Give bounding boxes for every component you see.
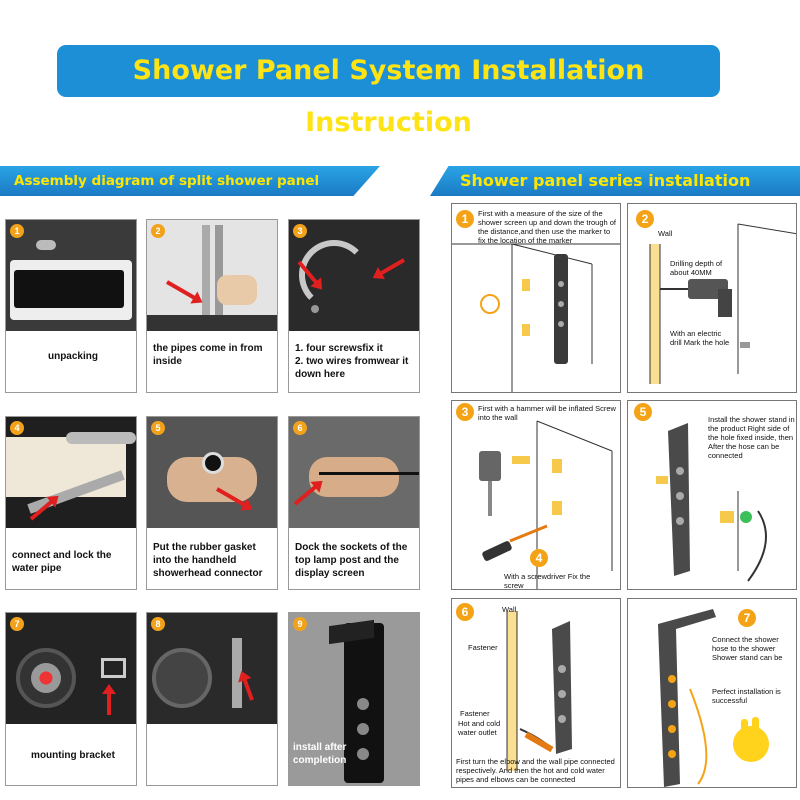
- wall-label: Wall: [502, 605, 517, 614]
- step-caption: mounting bracket: [31, 750, 115, 761]
- step-number-badge: 8: [151, 617, 165, 631]
- assembly-step-4: 4 connect and lock the water pipe: [5, 416, 137, 590]
- drill-mark-note: With an electric drill Mark the hole: [670, 329, 730, 347]
- success-note: Perfect installation is successful: [712, 687, 781, 705]
- wall-label: Wall: [658, 229, 673, 238]
- gasket-photo: [147, 417, 277, 528]
- pipe-connection-illustration: [506, 611, 572, 771]
- step-number-badge: 6: [456, 603, 474, 621]
- caption-line: 1. four screwsfix it: [295, 343, 383, 354]
- water-outlet-label: Hot and cold water outlet: [458, 719, 501, 737]
- assembly-step-1: 1 unpacking: [5, 219, 137, 393]
- assembly-step-8: 8: [146, 612, 278, 786]
- step-number-badge: 9: [293, 617, 307, 631]
- install-step-3: 3 First with a hammer will be inflated S…: [451, 400, 621, 590]
- measure-illustration: [452, 243, 620, 392]
- stand-install-illustration: [656, 423, 767, 582]
- step-caption: Put the rubber gasket into the handheld …: [153, 542, 263, 579]
- completed-panel-photo: [289, 613, 419, 785]
- step-number-badge: 5: [634, 403, 652, 421]
- step-number-badge: 2: [636, 210, 654, 228]
- assembly-step-2: 2 the pipes come in from inside: [146, 219, 278, 393]
- step-number-badge: 2: [151, 224, 165, 238]
- finished-panel-illustration: [658, 609, 769, 787]
- sockets-photo: [289, 417, 419, 528]
- step-instruction: First with a measure of the size of the …: [478, 209, 617, 245]
- drilling-depth-note: Drilling depth of about 40MM: [670, 259, 723, 277]
- pipes-photo: [147, 220, 277, 331]
- step-caption: Dock the sockets of the top lamp post an…: [295, 542, 408, 579]
- assembly-step-5: 5 Put the rubber gasket into the handhel…: [146, 416, 278, 590]
- assembly-step-3: 3 1. four screwsfix it 2. two wires from…: [288, 219, 420, 393]
- screwdriver-note: With a screwdriver Fix the screw: [504, 572, 591, 590]
- step-caption: connect and lock the water pipe: [12, 550, 112, 574]
- step-number-badge: 1: [456, 210, 474, 228]
- step-caption: install after completion: [293, 742, 347, 766]
- step-number-badge: 5: [151, 421, 165, 435]
- step-number-badge: 6: [293, 421, 307, 435]
- page-title: Shower Panel System Installation Instruc…: [57, 45, 720, 138]
- step-number-badge: 7: [738, 609, 756, 627]
- hand-shower-photo: [147, 613, 277, 724]
- water-pipe-photo: [6, 417, 136, 528]
- left-section-header: Assembly diagram of split shower panel: [0, 166, 380, 196]
- step-number-badge: 1: [10, 224, 24, 238]
- assembly-step-9: 9 install after completion: [288, 612, 420, 786]
- install-step-1: 1 First with a measure of the size of th…: [451, 203, 621, 393]
- assembly-step-7: 7 mounting bracket: [5, 612, 137, 786]
- drill-illustration: [649, 223, 796, 384]
- step-number-badge: 7: [10, 617, 24, 631]
- step-caption: unpacking: [47, 351, 98, 362]
- hose-connect-note: Connect the shower hose to the shower Sh…: [712, 635, 783, 662]
- step-number-badge: 3: [293, 224, 307, 238]
- step-instruction: First with a hammer will be inflated Scr…: [478, 404, 616, 422]
- step-instruction: First turn the elbow and the wall pipe c…: [456, 757, 615, 784]
- step-number-badge: 3: [456, 403, 474, 421]
- step-caption: the pipes come in from inside: [153, 343, 263, 367]
- step-number-badge: 4: [10, 421, 24, 435]
- install-step-6: 6 Wall Fastener Fastener Hot and cold wa…: [451, 598, 621, 788]
- fastener-label: Fastener: [460, 709, 490, 718]
- install-step-5: 5 Install the shower stand in the produc…: [627, 400, 797, 590]
- fastener-label: Fastener: [468, 643, 498, 652]
- assembly-step-6: 6 Dock the sockets of the top lamp post …: [288, 416, 420, 590]
- caption-line: 2. two wires fromwear it down here: [295, 356, 409, 380]
- step-caption: 1. four screwsfix it 2. two wires fromwe…: [295, 342, 417, 381]
- install-step-7: 7 Connect the shower hose to the shower …: [627, 598, 797, 788]
- install-step-2: 2 Wall Drilling depth of about 40MM With…: [627, 203, 797, 393]
- screws-photo: [289, 220, 419, 331]
- right-section-header: Shower panel series installation diagram: [430, 166, 800, 196]
- step-number-badge: 4: [530, 549, 548, 567]
- step-instruction: Install the shower stand in the product …: [708, 415, 795, 460]
- unpacking-photo: [6, 220, 136, 331]
- mounting-bracket-photo: [6, 613, 136, 724]
